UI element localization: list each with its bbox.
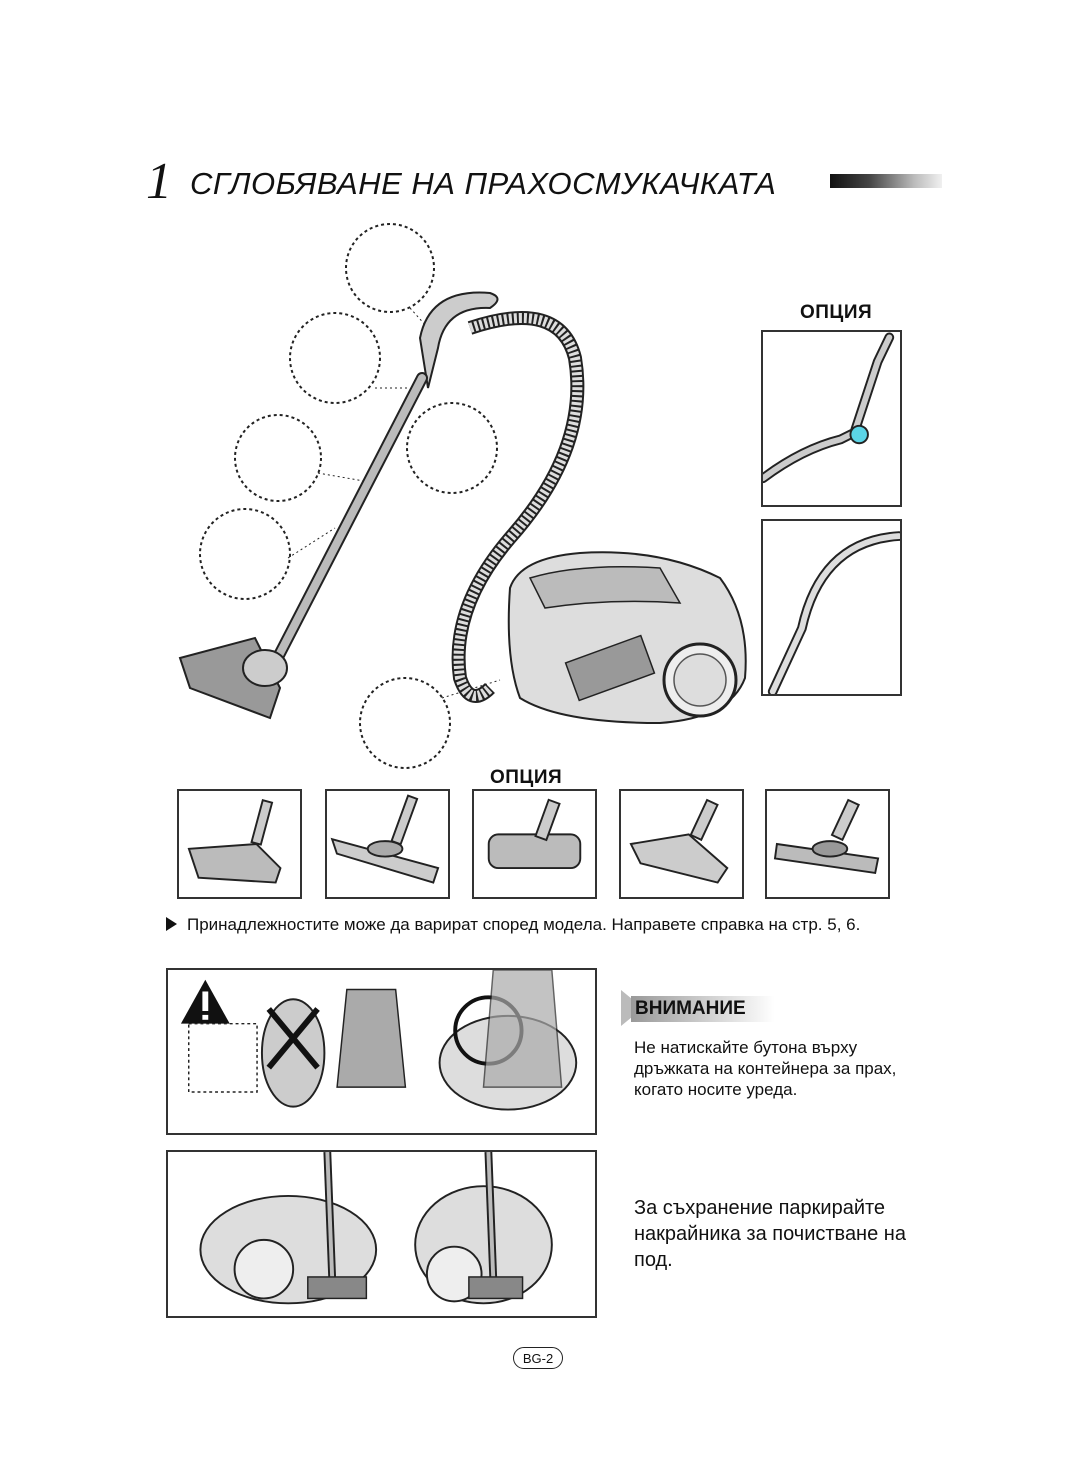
- detail-circle-accessory: [406, 402, 498, 494]
- nozzle-option-1: [177, 789, 302, 899]
- section-number: 1: [146, 153, 172, 210]
- caution-heading-text: ВНИМАНИЕ: [631, 996, 782, 1022]
- option-hose-handle-frame: [761, 330, 902, 507]
- caution-heading: ВНИМАНИЕ: [621, 990, 791, 1026]
- caution-illustration-box: [166, 968, 597, 1135]
- caution-illustration: [180, 970, 578, 1111]
- section-heading: СГЛОБЯВАНЕ НА ПРАХОСМУКАЧКАТА: [190, 166, 777, 201]
- option-label-bottom: ОПЦИЯ: [490, 767, 563, 788]
- hose-handle-image: [763, 332, 895, 484]
- hose-only-image: [767, 531, 900, 694]
- storage-illustration-box: [166, 1150, 597, 1318]
- nozzle-option-5: [765, 789, 890, 899]
- vacuum-assembly-illustration: [178, 223, 747, 769]
- detail-circle-hose-insert: [359, 677, 451, 769]
- storage-instruction-text: За съхранение паркирайте накрайника за п…: [634, 1197, 906, 1271]
- bullet-arrow-icon: [166, 917, 177, 931]
- section-title: 1 СГЛОБЯВАНЕ НА ПРАХОСМУКАЧКАТА: [146, 156, 946, 212]
- option-label-top: ОПЦИЯ: [800, 302, 873, 323]
- accessories-note: Принадлежностите може да варират според …: [166, 915, 860, 935]
- accessories-note-text: Принадлежностите може да варират според …: [187, 915, 861, 934]
- caution-text: Не натискайте бутона върху дръжката на к…: [634, 1038, 897, 1099]
- storage-illustration: [199, 1152, 553, 1305]
- nozzle-option-4: [619, 789, 744, 899]
- title-gradient-bar: [830, 174, 942, 188]
- page-number: BG-2: [513, 1347, 563, 1369]
- option-hose-only-frame: [761, 519, 902, 696]
- detail-circle-handle: [345, 223, 435, 313]
- nozzle-option-3: [472, 789, 597, 899]
- nozzle-option-2: [325, 789, 450, 899]
- detail-circle-pipe-connect: [199, 508, 291, 600]
- detail-circle-pipe-adjust: [234, 414, 322, 502]
- detail-circle-hose-joint: [289, 312, 381, 404]
